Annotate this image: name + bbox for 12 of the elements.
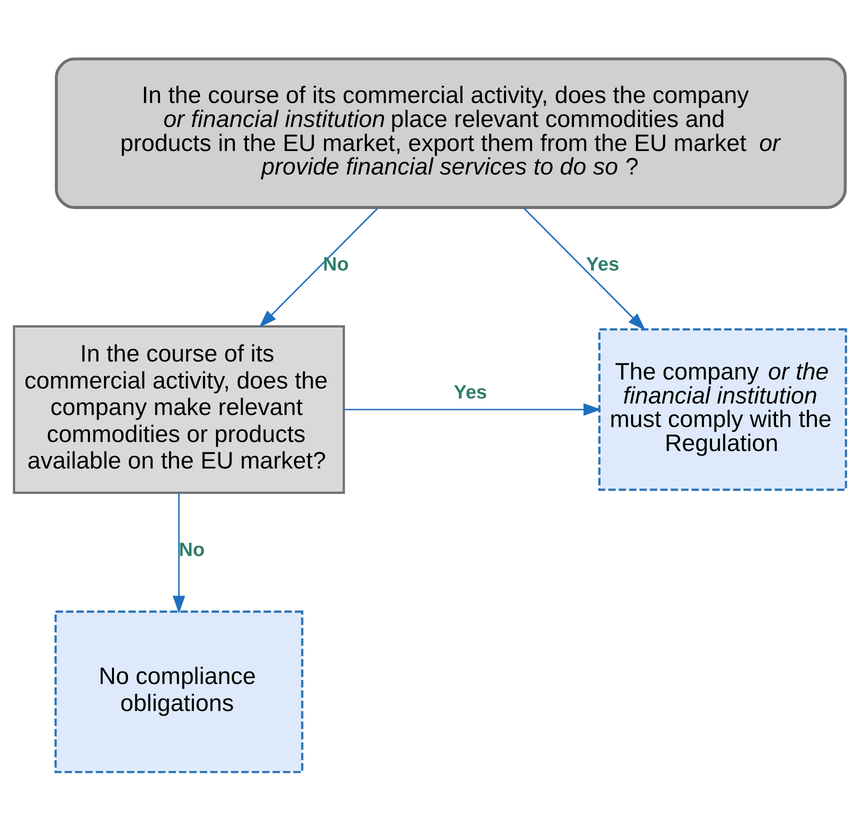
node-box: In the course of its commercial activity, does the company make relevant commodities or products available on the EU market? [12, 325, 345, 494]
arrow [523, 207, 646, 330]
edge-label: Yes [454, 382, 488, 404]
node-box: No compliance obligations [54, 610, 304, 774]
node-box: In the course of its commercial activity, does the company or financial institution place relevant commodities and products in the EU market, export them from the EU market or provide financial services to do so? [54, 57, 847, 209]
edge-label: Yes [586, 254, 620, 276]
edge-label: No [323, 254, 349, 276]
node-box: The company or the financial institution must comply with the Regulation [598, 328, 848, 491]
arrow [344, 403, 602, 416]
arrow [259, 207, 378, 328]
arrow [172, 492, 186, 614]
edge-label: No [178, 540, 205, 561]
